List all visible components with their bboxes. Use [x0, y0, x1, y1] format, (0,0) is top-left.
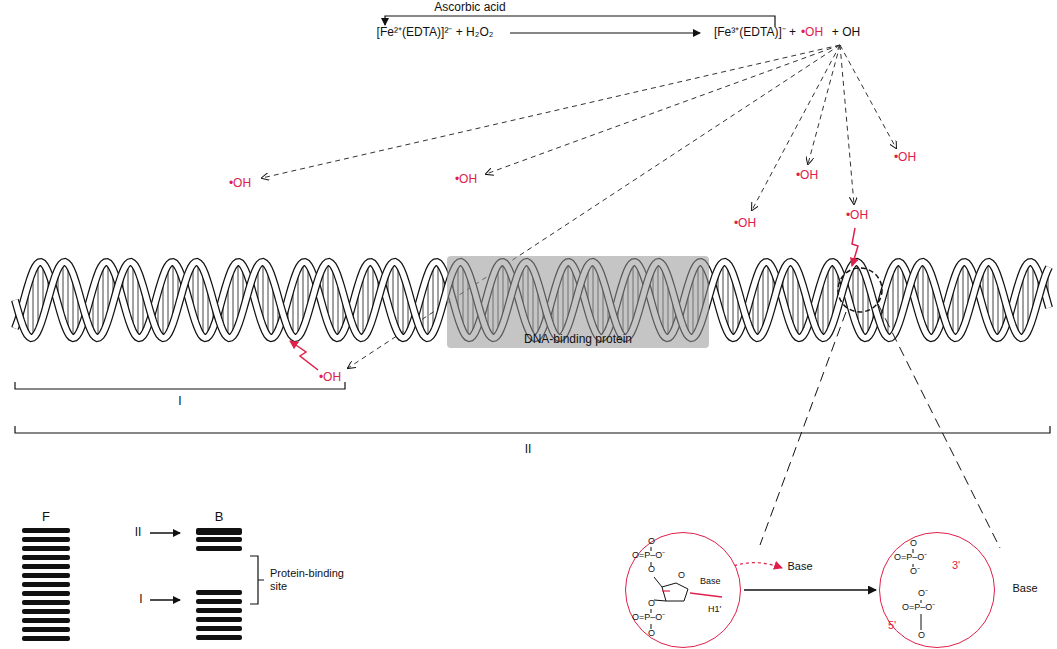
atom-label: O=P–O⁻: [894, 553, 927, 563]
protein-label: DNA-binding protein: [447, 333, 709, 346]
bracket-i: [15, 382, 345, 389]
atom-label: O=P–O⁻: [632, 613, 665, 623]
atom-label: O: [648, 599, 655, 609]
text-label: II: [135, 526, 142, 540]
zoom-circle: [838, 268, 882, 312]
text-label: II: [525, 443, 532, 457]
text-label: F: [42, 510, 50, 525]
text-label: •OH: [796, 169, 818, 183]
text-label: •OH: [455, 173, 477, 187]
text-label: Base: [787, 560, 812, 573]
sugar-phosphate: [626, 533, 739, 646]
attack-arrow: [290, 341, 318, 370]
atom-label: O: [910, 539, 917, 549]
atom-label: O: [648, 565, 655, 575]
atom-label: O=P–O⁻: [902, 603, 935, 613]
text-label: I: [139, 593, 142, 607]
text-label: [Fe²⁺(EDTA)]²⁻ + H₂O₂: [377, 26, 494, 40]
atom-label: O⁻: [918, 589, 928, 599]
sugar-phosphate: [880, 533, 993, 646]
atom-label: O: [918, 631, 925, 641]
atom-label: O: [678, 571, 685, 581]
text-label: I: [178, 395, 181, 409]
structure-circle: O O=P–O⁻ O O BaseH1' O O=P–O⁻ O: [625, 532, 741, 648]
text-label: Protein-binding site: [270, 567, 360, 592]
text-label: •OH: [846, 209, 868, 223]
protein-box: DNA-binding protein: [447, 256, 709, 348]
band-arrow: [150, 532, 180, 534]
reaction-arrow: [510, 32, 700, 33]
atom-label: H1': [708, 605, 721, 615]
atom-label: O⁻: [910, 567, 920, 577]
structure-circle: O O=P–O⁻ O⁻ 3' O⁻ O=P–O⁻ 5' O: [879, 532, 995, 648]
text-label: B: [215, 510, 224, 525]
text-label: Base: [1012, 582, 1037, 595]
atom-label: O: [648, 629, 655, 639]
reaction-arrow: [744, 589, 876, 591]
atom-label: Base: [700, 577, 721, 587]
site-bracket: [250, 556, 264, 604]
text-label: Ascorbic acid: [434, 1, 505, 15]
zoom-line: [878, 304, 1000, 548]
atom-label: O: [648, 537, 655, 547]
text-label: + OH: [832, 26, 860, 40]
text-label: •OH: [229, 177, 251, 191]
atom-label: O=P–O⁻: [632, 551, 665, 561]
atom-label: 5': [888, 619, 896, 631]
zoom-line: [760, 312, 846, 545]
atom-label: 3': [952, 559, 960, 571]
text-label: •OH: [734, 217, 756, 231]
bracket-ii: [15, 426, 1050, 433]
text-label: •OH: [894, 151, 916, 165]
band-arrow: [150, 599, 180, 601]
text-label: •OH: [319, 371, 341, 385]
gel-bands: [22, 528, 242, 641]
text-label: •OH: [801, 26, 823, 40]
attack-arrow: [852, 228, 858, 266]
text-label: [Fe³⁺(EDTA)]⁻ +: [714, 26, 796, 40]
radical-paths: [262, 45, 896, 368]
